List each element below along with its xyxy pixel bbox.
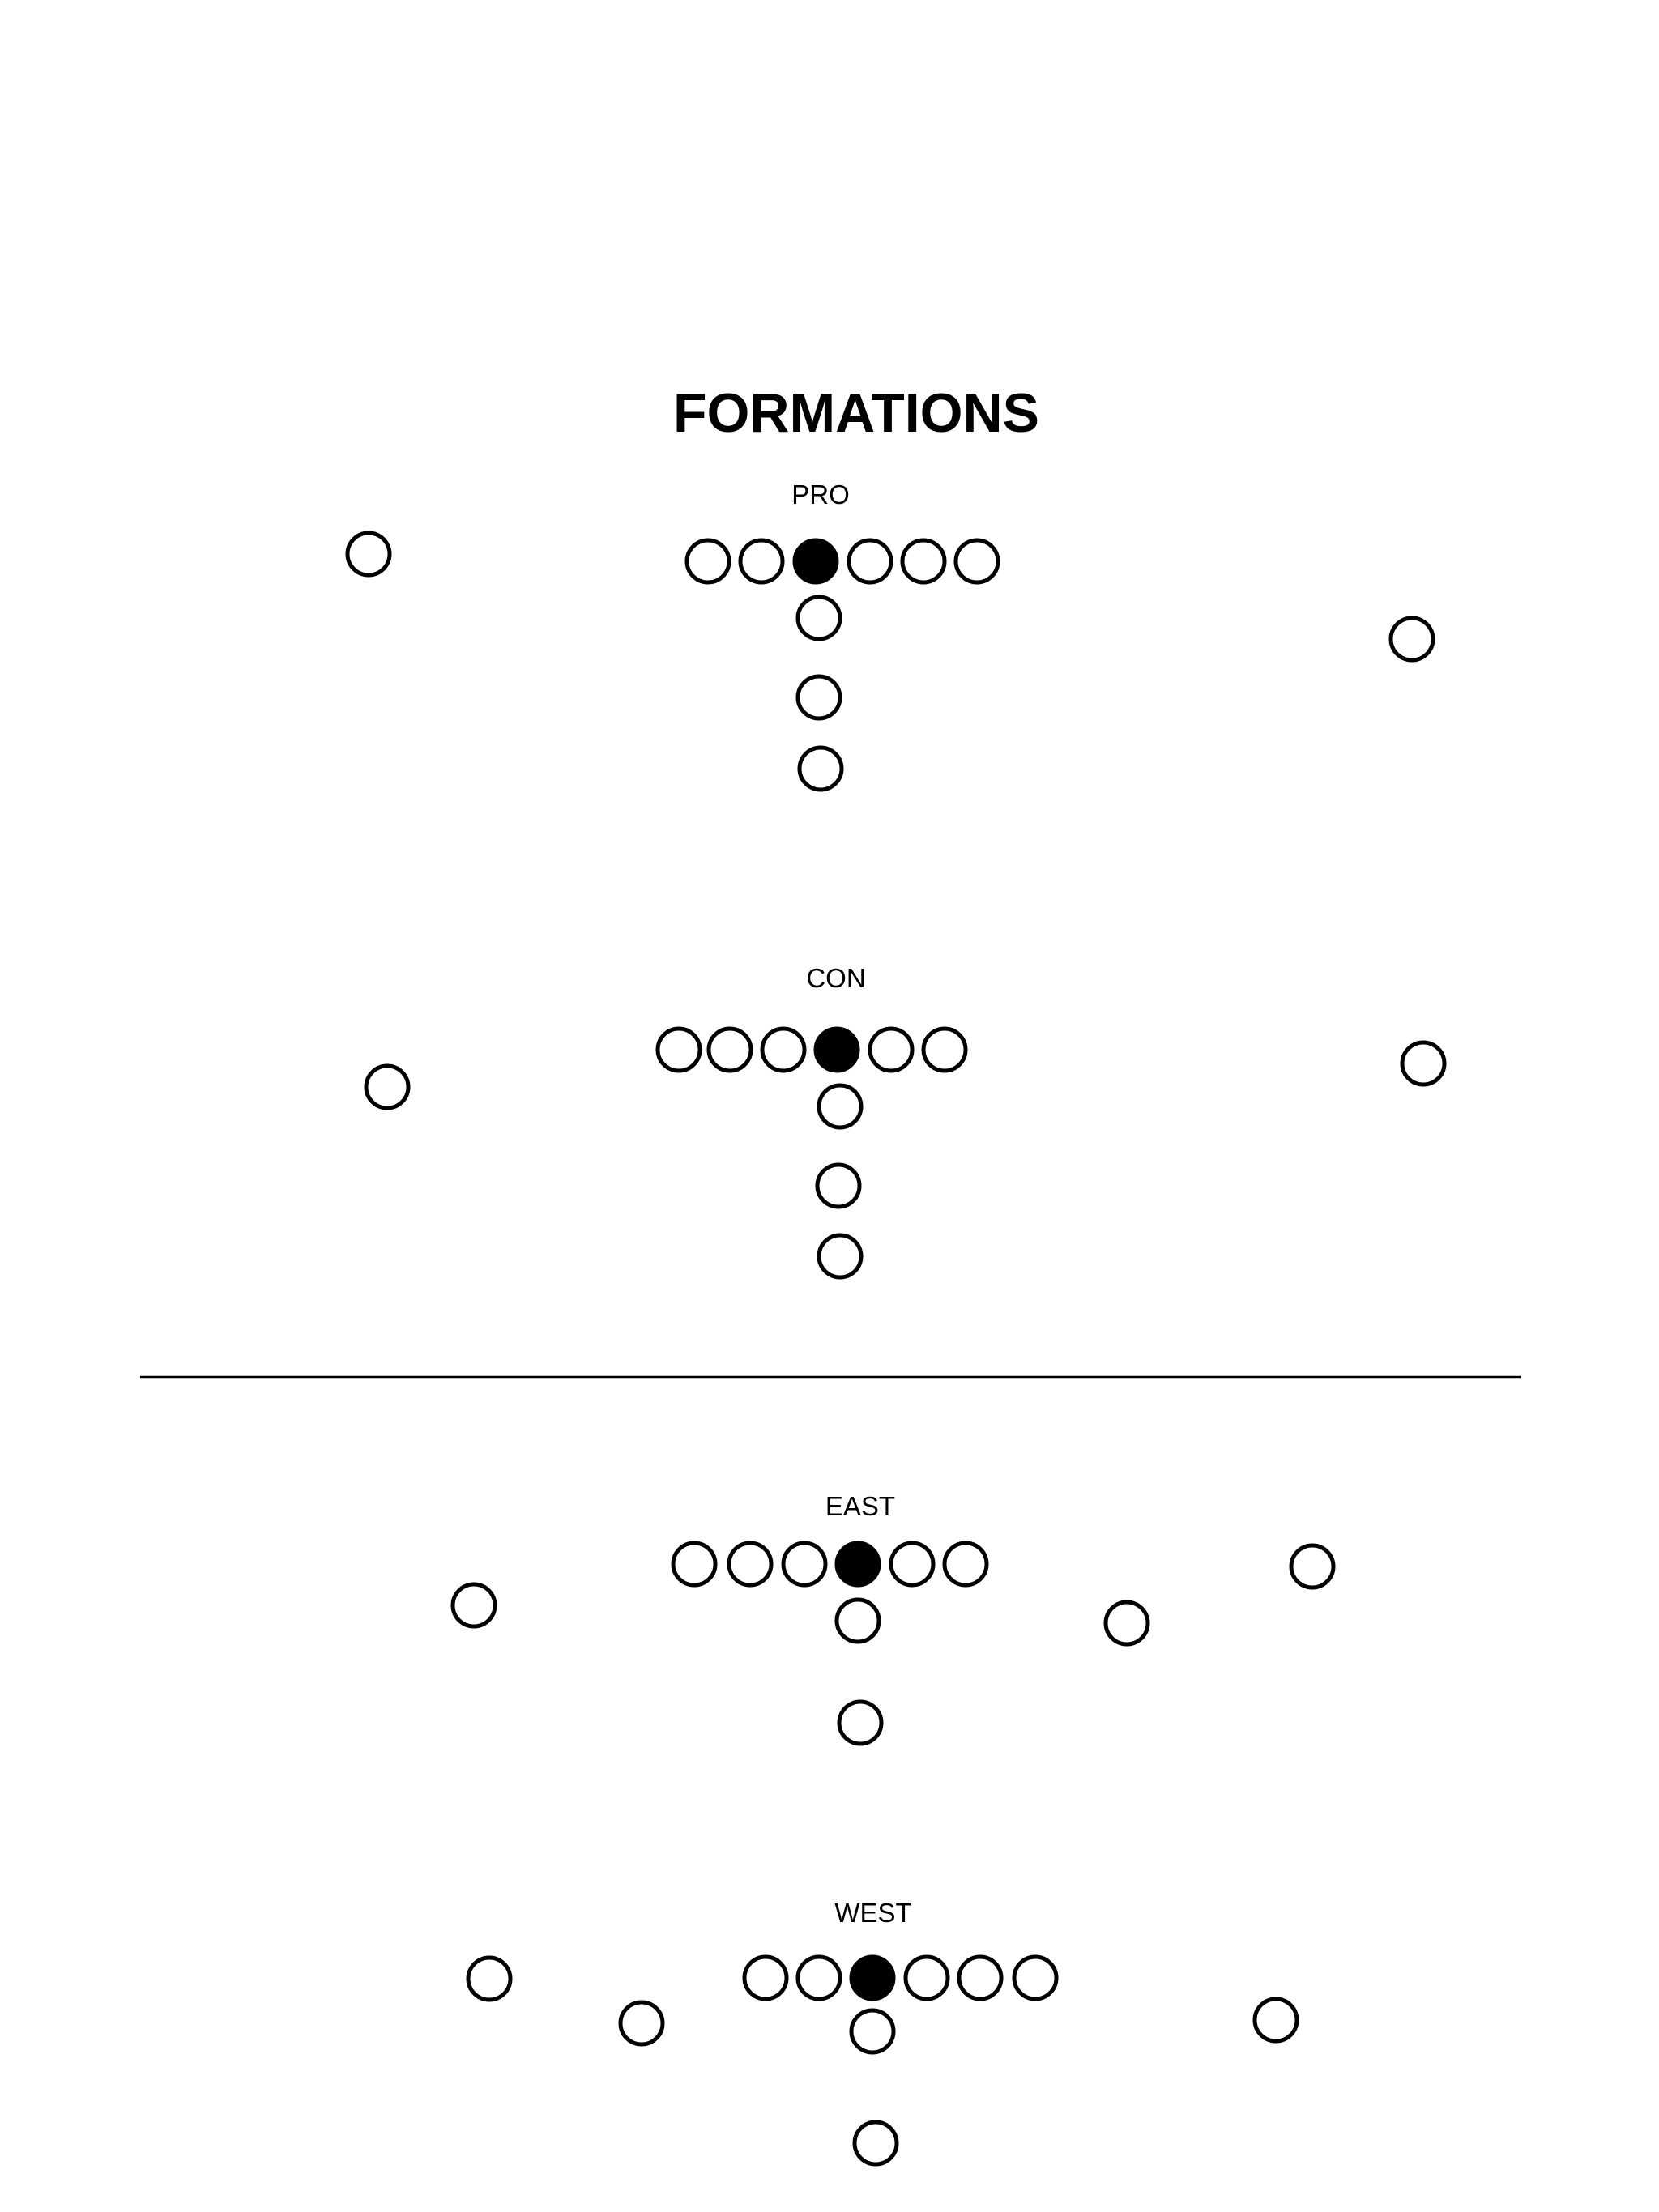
player-circle-east-4 bbox=[889, 1541, 936, 1588]
player-circle-pro-7 bbox=[795, 674, 842, 721]
player-circle-west-5 bbox=[1012, 1954, 1059, 2001]
player-circle-east-1 bbox=[671, 1541, 718, 1588]
player-circle-con-8 bbox=[817, 1233, 864, 1280]
player-circle-east-9 bbox=[1103, 1600, 1150, 1647]
formation-label-east: EAST bbox=[825, 1491, 895, 1521]
player-circle-con-2 bbox=[706, 1026, 753, 1073]
player-circle-con-10 bbox=[1400, 1040, 1447, 1087]
formation-east: EAST bbox=[450, 1491, 1336, 1746]
player-circle-pro-3 bbox=[847, 538, 893, 585]
player-circle-west-1 bbox=[742, 1954, 789, 2001]
player-circle-west-10 bbox=[1252, 1997, 1299, 2044]
player-circle-east-7 bbox=[837, 1699, 884, 1746]
player-circle-east-8 bbox=[450, 1582, 497, 1629]
center-player-filled-west bbox=[849, 1954, 896, 2001]
player-circle-east-5 bbox=[942, 1541, 989, 1588]
player-circle-east-10 bbox=[1289, 1543, 1336, 1590]
player-circle-con-3 bbox=[760, 1026, 807, 1073]
center-player-filled-east bbox=[834, 1541, 881, 1588]
player-circle-con-1 bbox=[655, 1026, 702, 1073]
player-circle-con-4 bbox=[868, 1026, 915, 1073]
player-circle-con-5 bbox=[921, 1026, 968, 1073]
player-circle-west-6 bbox=[849, 2008, 896, 2055]
player-circle-west-2 bbox=[795, 1954, 842, 2001]
player-circle-pro-1 bbox=[684, 538, 731, 585]
player-circle-con-6 bbox=[817, 1083, 864, 1130]
player-circle-pro-5 bbox=[953, 538, 1000, 585]
player-circle-east-2 bbox=[727, 1541, 774, 1588]
center-player-filled-pro bbox=[792, 538, 839, 585]
player-circle-west-7 bbox=[852, 2120, 899, 2167]
player-circle-west-4 bbox=[957, 1954, 1004, 2001]
player-circle-west-8 bbox=[466, 1955, 513, 2002]
player-circle-con-9 bbox=[364, 1063, 411, 1110]
player-circle-con-7 bbox=[815, 1162, 862, 1209]
player-circle-east-6 bbox=[834, 1597, 881, 1644]
formation-pro: PRO bbox=[345, 479, 1435, 792]
player-circle-pro-9 bbox=[345, 531, 392, 578]
page-title: FORMATIONS bbox=[673, 382, 1039, 444]
player-circle-west-9 bbox=[618, 2000, 665, 2047]
formation-label-west: WEST bbox=[834, 1898, 911, 1928]
player-circle-pro-10 bbox=[1388, 616, 1435, 663]
formation-con: CON bbox=[364, 963, 1447, 1280]
player-circle-pro-6 bbox=[795, 595, 842, 641]
center-player-filled-con bbox=[813, 1026, 860, 1073]
formation-label-pro: PRO bbox=[791, 479, 850, 509]
player-circle-west-3 bbox=[903, 1954, 950, 2001]
formation-label-con: CON bbox=[806, 963, 865, 993]
player-circle-pro-2 bbox=[738, 538, 785, 585]
formation-west: WEST bbox=[466, 1898, 1299, 2167]
player-circle-east-3 bbox=[781, 1541, 828, 1588]
player-circle-pro-8 bbox=[797, 745, 844, 792]
player-circle-pro-4 bbox=[900, 538, 947, 585]
